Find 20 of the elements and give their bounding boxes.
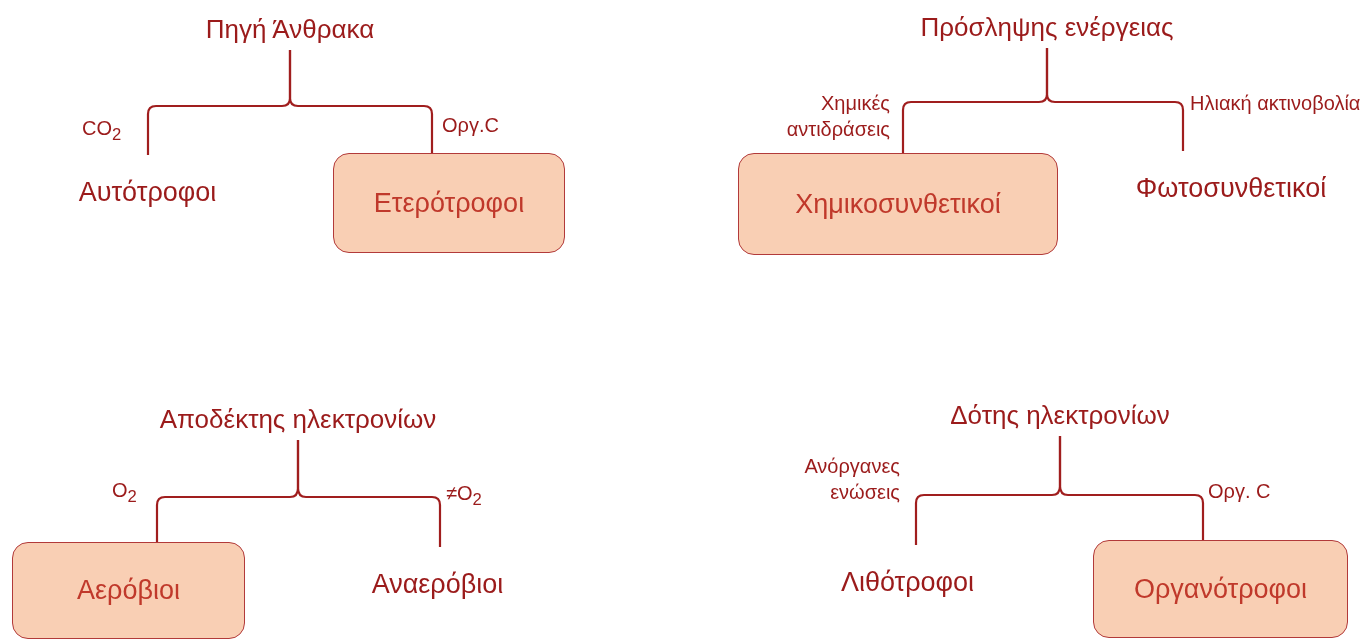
category-box [1093, 540, 1348, 638]
category-box [738, 153, 1058, 255]
category-label: Ετερότροφοι [373, 187, 525, 219]
criterion-heading: Πηγή Άνθρακα [180, 8, 400, 50]
category-label: Χημικοσυνθετικοί [795, 188, 1001, 220]
brace-connector [288, 50, 434, 153]
category-box [333, 153, 565, 253]
category-label: Φωτοσυνθετικοί [1100, 151, 1362, 221]
brace-connector [1058, 436, 1205, 540]
criterion-heading: Αποδέκτης ηλεκτρονίων [138, 398, 458, 440]
category-label: Αυτότροφοι [40, 155, 255, 225]
criterion-heading: Δότης ηλεκτρονίων [920, 394, 1200, 436]
category-label: Αναερόβιοι [340, 547, 535, 617]
brace-connector [296, 440, 442, 547]
brace-connector [1045, 48, 1185, 151]
category-box [12, 542, 245, 639]
category-label: Λιθότροφοι [805, 545, 1010, 615]
criterion-heading: Πρόσληψης ενέργειας [897, 6, 1197, 48]
category-label: Αερόβιοι [77, 575, 180, 606]
category-label: Οργανότροφοι [1133, 573, 1308, 605]
